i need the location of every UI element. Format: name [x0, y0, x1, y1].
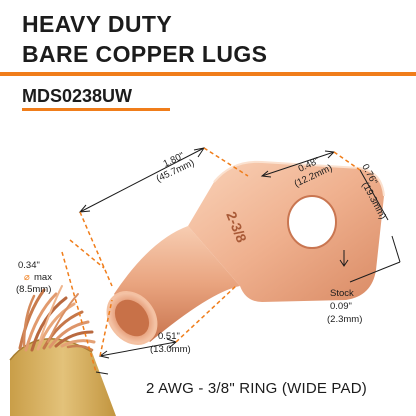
barrel-diameter-note: max — [34, 272, 52, 283]
model-number: MDS0238UW — [22, 86, 133, 106]
stock-mm: (2.3mm) — [327, 314, 362, 325]
model-underline — [22, 108, 170, 111]
title-divider — [0, 72, 416, 76]
page-title-line-1: HEAVY DUTY — [22, 11, 173, 37]
barrel-diameter-mm: (8.5mm) — [16, 284, 51, 295]
barrel-length-mm: (13.0mm) — [150, 344, 191, 355]
copper-lug: 2-3/8 — [106, 160, 385, 345]
product-caption: 2 AWG - 3/8" RING (WIDE PAD) — [146, 380, 367, 397]
page-title-line-2: BARE COPPER LUGS — [22, 41, 268, 67]
stock-in: 0.09" — [330, 301, 352, 312]
stock-label: Stock — [330, 288, 354, 299]
extension-lines — [61, 147, 361, 373]
barrel-diameter-in: 0.34" — [18, 260, 40, 271]
diameter-icon: ⌀ — [24, 272, 30, 283]
cable — [9, 285, 116, 416]
barrel-length-in: 0.51" — [158, 331, 180, 342]
